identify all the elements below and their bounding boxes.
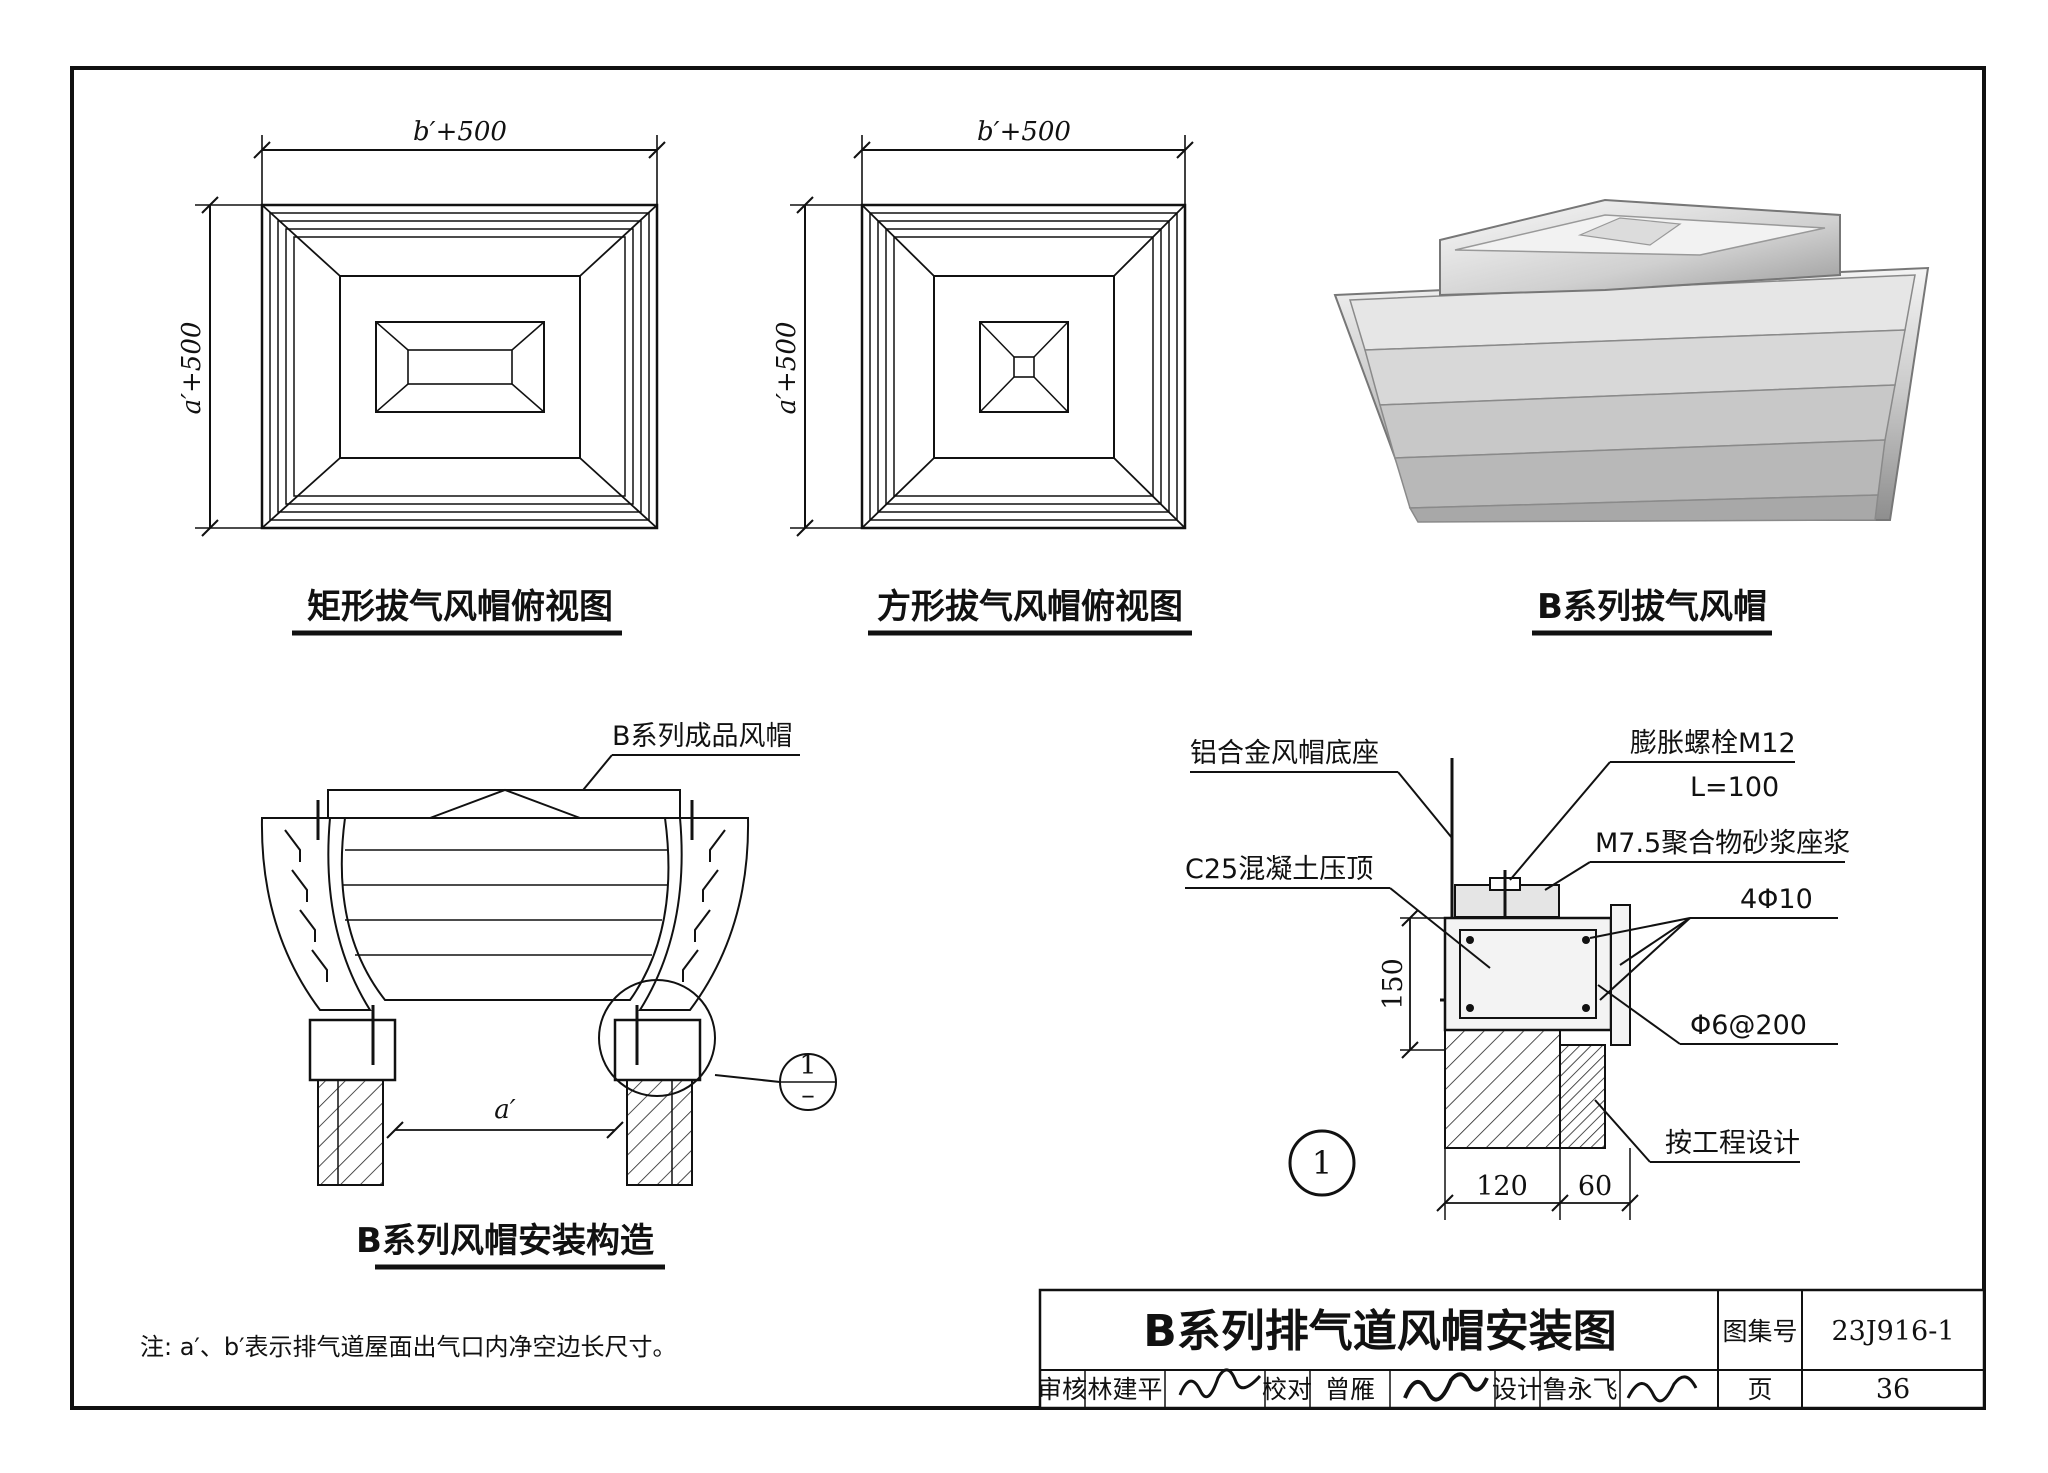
- detail-by-design: 按工程设计: [1665, 1128, 1800, 1159]
- check-label: 校对: [1262, 1375, 1312, 1404]
- checker-signature: [1403, 1372, 1489, 1402]
- page-number: 36: [1876, 1374, 1910, 1405]
- designer-signature: [1626, 1375, 1698, 1403]
- atlas-number: 23J916-1: [1831, 1316, 1954, 1347]
- detail-base-label: 铝合金风帽底座: [1190, 738, 1379, 769]
- plan-square-dim-top: b′+500: [977, 117, 1071, 147]
- detail-rebar-stirrup: Φ6@200: [1690, 1010, 1807, 1041]
- install-section-title: B系列风帽安装构造: [356, 1221, 654, 1261]
- design-label: 设计: [1492, 1375, 1542, 1404]
- checker-name: 曾雁: [1325, 1375, 1375, 1404]
- plan-square-view: b′+500 a′+500 方形拔气风帽俯视图: [772, 117, 1194, 636]
- install-section: B系列成品风帽: [260, 721, 837, 1270]
- reviewer-name: 林建平: [1087, 1375, 1162, 1404]
- install-dim-a: a′: [494, 1095, 516, 1125]
- sheet-border: [70, 66, 1986, 1410]
- detail-rebar-main: 4Φ10: [1740, 884, 1813, 915]
- detail-bolt-length: L=100: [1690, 772, 1779, 803]
- atlas-label: 图集号: [1722, 1317, 1797, 1346]
- plan-square-dim-left: a′+500: [772, 322, 802, 415]
- install-cap-label: B系列成品风帽: [612, 721, 793, 752]
- detail-dim-wall: 120: [1476, 1171, 1528, 1202]
- detail-dim-height: 150: [1378, 958, 1409, 1010]
- plan-rect-view: b′+500 a′+500 矩形拔气风帽俯视图: [177, 117, 666, 636]
- review-label: 审核: [1037, 1375, 1087, 1404]
- detail-bolt-label: 膨胀螺栓M12: [1630, 728, 1796, 759]
- title-block: B系列排气道风帽安装图 图集号 23J916-1 审核 林建平 校对 曾雁 设计…: [1037, 1288, 1986, 1410]
- page-label: 页: [1747, 1375, 1772, 1404]
- plan-rect-title: 矩形拔气风帽俯视图: [307, 587, 613, 627]
- detail-1: 150 120 60 铝合金风帽底座 膨胀螺栓M12 L=100 M7.5聚合物…: [1185, 728, 1850, 1220]
- detail-dim-insul: 60: [1578, 1171, 1612, 1202]
- detail-ref: 1: [1312, 1144, 1332, 1182]
- detail-concrete-label: C25混凝土压顶: [1185, 854, 1373, 885]
- plan-rect-dim-top: b′+500: [413, 117, 507, 147]
- detail-mortar-label: M7.5聚合物砂浆座浆: [1595, 828, 1850, 859]
- product-rendering: B系列拔气风帽: [1333, 198, 1930, 636]
- product-title: B系列拔气风帽: [1537, 587, 1767, 627]
- designer-name: 鲁永飞: [1542, 1375, 1617, 1404]
- install-ref-num: 1: [799, 1050, 816, 1081]
- drawing-title: B系列排气道风帽安装图: [1143, 1306, 1617, 1357]
- install-ref-sub: –: [801, 1080, 815, 1111]
- plan-rect-dim-left: a′+500: [177, 322, 207, 415]
- sheet-note: 注: a′、b′表示排气道屋面出气口内净空边长尺寸。: [140, 1333, 677, 1361]
- plan-square-title: 方形拔气风帽俯视图: [877, 587, 1183, 627]
- reviewer-signature: [1178, 1368, 1262, 1399]
